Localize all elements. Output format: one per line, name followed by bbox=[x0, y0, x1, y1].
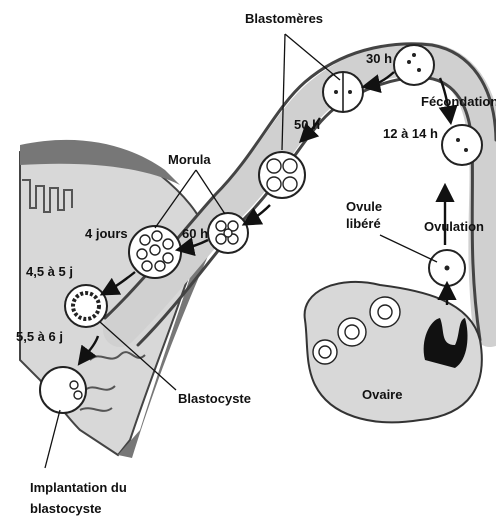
label-implantation: Implantation du bbox=[30, 480, 127, 495]
label-blastocyste-2: blastocyste bbox=[30, 501, 102, 516]
label-4-jours: 4 jours bbox=[85, 226, 128, 241]
cell-blastomeres-2 bbox=[323, 72, 363, 112]
label-ovule: Ovule bbox=[346, 199, 382, 214]
cell-ovule-libere bbox=[429, 250, 465, 286]
cell-50h bbox=[259, 152, 305, 198]
label-fecondation: Fécondation bbox=[421, 94, 496, 109]
label-ovulation: Ovulation bbox=[424, 219, 484, 234]
cell-30h bbox=[394, 45, 434, 85]
cell-fecondation bbox=[442, 125, 482, 165]
label-60h: 60 h bbox=[182, 226, 208, 241]
label-morula: Morula bbox=[168, 152, 211, 167]
label-4-5-a-5-j: 4,5 à 5 j bbox=[26, 264, 73, 279]
label-50h: 50 h bbox=[294, 117, 320, 132]
cell-60h bbox=[208, 213, 248, 253]
label-blastomeres: Blastomères bbox=[245, 11, 323, 26]
label-30h: 30 h bbox=[366, 51, 392, 66]
cell-morula-4-jours bbox=[129, 226, 181, 278]
label-blastocyste: Blastocyste bbox=[178, 391, 251, 406]
cell-implantation bbox=[40, 367, 86, 413]
label-libere: libéré bbox=[346, 216, 381, 231]
label-ovaire: Ovaire bbox=[362, 387, 402, 402]
uterine-wall bbox=[20, 140, 215, 458]
label-12-14h: 12 à 14 h bbox=[383, 126, 438, 141]
label-5-5-a-6-j: 5,5 à 6 j bbox=[16, 329, 63, 344]
cell-blastocyste-4-5-j bbox=[65, 285, 107, 327]
